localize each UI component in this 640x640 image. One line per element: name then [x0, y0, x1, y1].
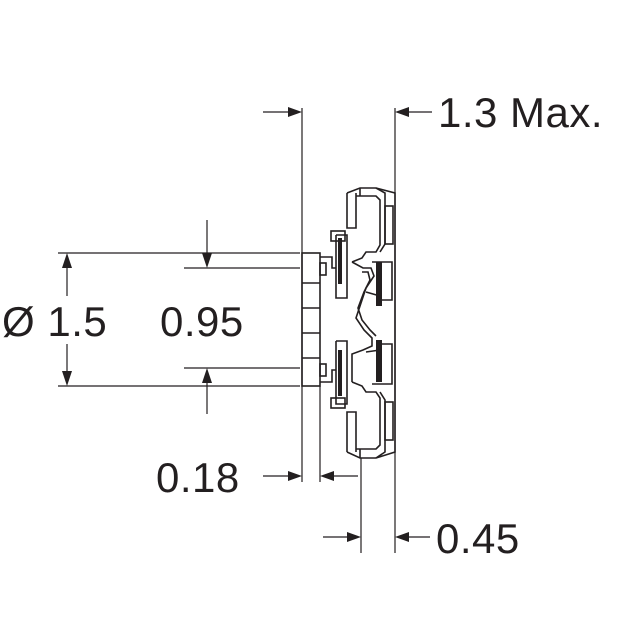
knob-outline	[301, 252, 321, 387]
housing-outline	[346, 187, 396, 459]
max-thickness-label: 1.3 Max.	[438, 89, 603, 136]
inner-height-bottom-arrow	[202, 368, 212, 383]
max-thickness-left-arrow	[288, 107, 302, 117]
flange-thickness-label: 0.18	[156, 454, 240, 501]
housing	[346, 187, 396, 459]
inner-height-label: 0.95	[160, 298, 244, 345]
component-body	[301, 187, 396, 459]
diameter-label: Ø 1.5	[2, 298, 107, 345]
rotor-shaft	[330, 230, 348, 409]
diameter-bottom-arrow	[62, 371, 72, 386]
dimension-max-thickness: 1.3 Max.	[263, 89, 603, 136]
base-thickness-label: 0.45	[436, 515, 520, 562]
spring-contact	[351, 261, 375, 382]
max-thickness-right-arrow	[395, 107, 409, 117]
dimension-flange-thickness: 0.18	[156, 454, 358, 501]
front-knob	[301, 252, 336, 387]
dimension-base-thickness: 0.45	[323, 515, 520, 562]
base-thickness-right-arrow	[395, 532, 409, 542]
dimension-diameter: Ø 1.5	[2, 253, 107, 386]
inner-height-top-arrow	[202, 253, 212, 268]
diameter-top-arrow	[62, 253, 72, 268]
base-thickness-left-arrow	[347, 532, 361, 542]
flange-thickness-left-arrow	[288, 471, 302, 481]
dimension-inner-height: 0.95	[160, 220, 244, 414]
flange-thickness-right-arrow	[320, 471, 334, 481]
